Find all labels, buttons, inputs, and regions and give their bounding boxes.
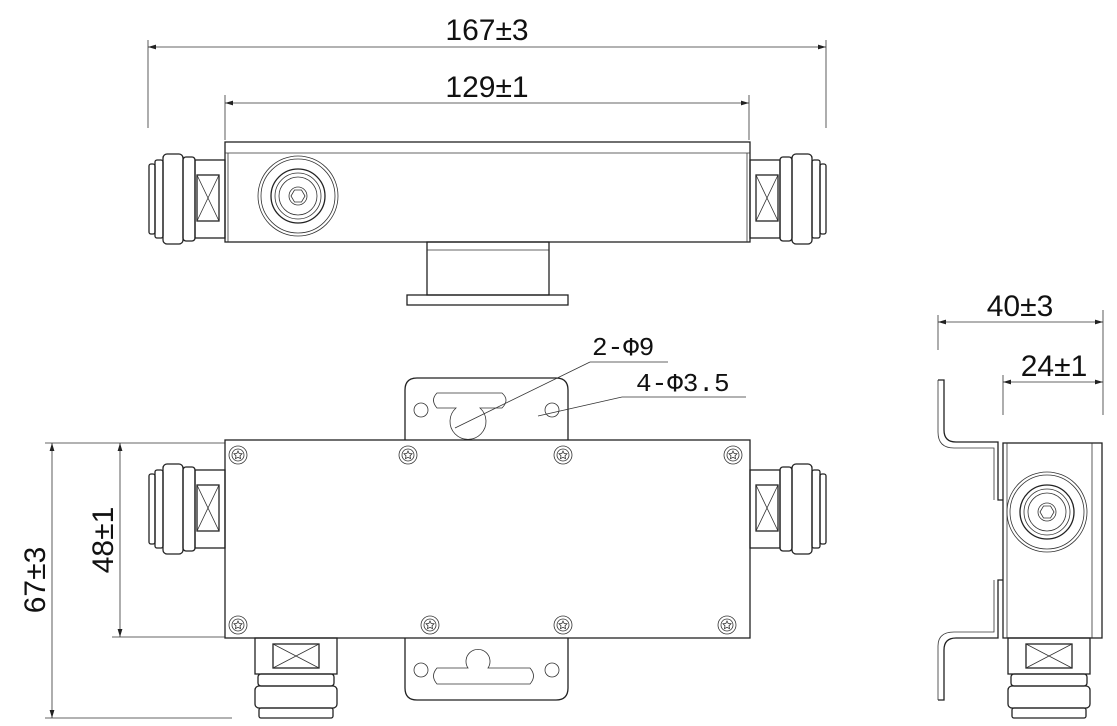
mount-foot (406, 294, 569, 306)
dimension-label-body-length: 129±1 (445, 71, 528, 104)
connector-right-front (749, 463, 827, 555)
connector-left-front (148, 463, 226, 555)
leader-slot (454, 361, 591, 429)
dimension-label-side-body-width: 24±1 (1021, 350, 1088, 383)
connector-left (148, 153, 226, 245)
leader-mount-holes (537, 396, 623, 417)
front-view: 2-Φ9 4-Φ3.5 48±1 67±3 (19, 333, 827, 719)
slot-hole (433, 392, 507, 440)
side-bracket-bottom (938, 579, 1003, 701)
callout-slot-holes: 2-Φ9 (592, 333, 654, 363)
side-port (1006, 471, 1088, 553)
side-view: 40±3 24±1 (937, 290, 1104, 719)
coupler-body-front (224, 439, 751, 639)
callout-mount-holes: 4-Φ3.5 (636, 369, 730, 399)
input-port (257, 155, 339, 237)
side-bracket-top (938, 379, 1003, 501)
dimension-label-body-height: 48±1 (87, 507, 120, 574)
top-view: 167±3 129±1 (147, 14, 827, 306)
connector-bottom (254, 637, 338, 719)
top-bracket (404, 377, 569, 440)
connector-right (749, 153, 827, 245)
dimension-label-overall-height: 67±3 (19, 547, 52, 614)
coupler-body-top (224, 141, 751, 243)
bottom-bracket (404, 638, 569, 701)
dimension-label-side-overall-width: 40±3 (987, 290, 1054, 323)
side-connector-bottom (1007, 637, 1091, 719)
dimension-label-overall-length: 167±3 (445, 14, 528, 47)
